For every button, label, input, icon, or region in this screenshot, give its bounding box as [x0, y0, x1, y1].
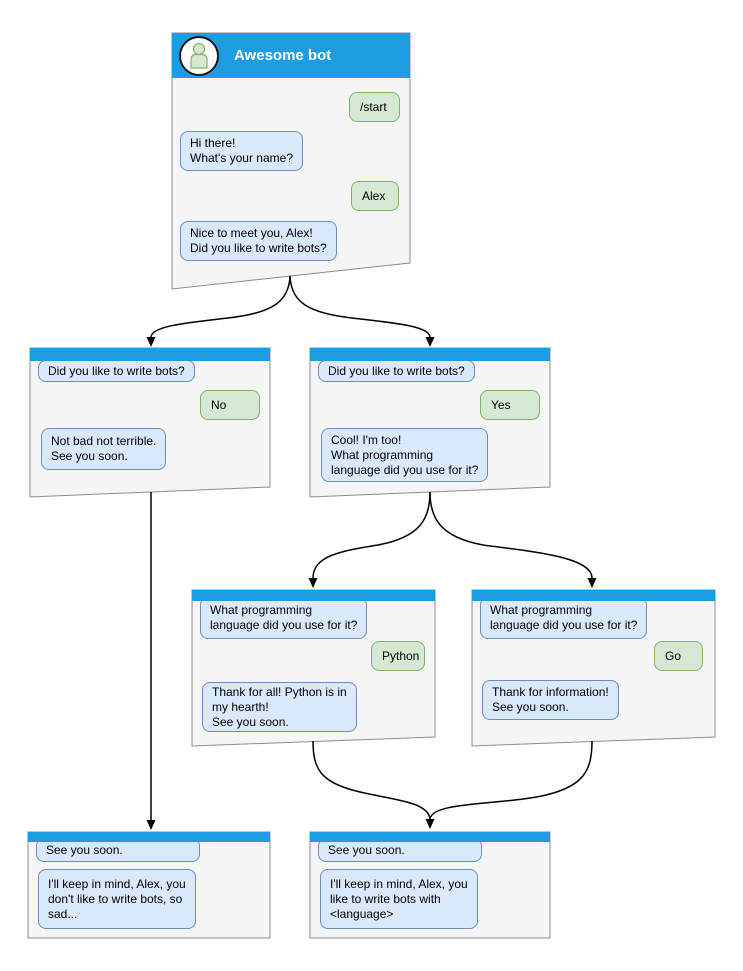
- user-message-bubble: Python: [371, 641, 425, 671]
- window-titlebar: [472, 590, 715, 601]
- chat-window-python-branch: What programming language did you use fo…: [192, 590, 435, 746]
- window-titlebar: [310, 348, 550, 361]
- user-message-bubble: /start: [349, 92, 400, 122]
- bot-message-bubble: See you soon.: [318, 838, 482, 862]
- chat-window-no-branch: Did you like to write bots? No Not bad n…: [30, 348, 270, 497]
- window-titlebar: [310, 832, 550, 842]
- bot-message-bubble: I'll keep in mind, Alex, you like to wri…: [320, 869, 478, 929]
- bot-message-bubble: Thank for information! See you soon.: [482, 680, 619, 720]
- arrowhead-main-to-no: [146, 337, 156, 347]
- bot-message-bubble: Hi there! What's your name?: [180, 131, 304, 171]
- arrowhead-no-to-end: [146, 820, 156, 830]
- bot-message-bubble: What programming language did you use fo…: [480, 597, 648, 639]
- user-message-bubble: Go: [654, 641, 703, 671]
- bot-avatar-icon: [190, 42, 208, 69]
- window-titlebar: Awesome bot: [172, 33, 410, 78]
- bot-message-bubble: Not bad not terrible. See you soon.: [41, 428, 167, 470]
- chat-window-yes-branch: Did you like to write bots? Yes Cool! I'…: [310, 348, 550, 497]
- connector-yes-to-go: [429, 491, 593, 579]
- window-title: Awesome bot: [234, 47, 332, 64]
- arrowhead-yes-to-python: [308, 578, 318, 588]
- avatar: [179, 35, 219, 76]
- connector-go-to-end: [429, 740, 593, 820]
- connector-main-to-no: [150, 275, 291, 338]
- chat-window-main: Awesome bot /start Hi there! What's your…: [172, 33, 410, 289]
- bot-message-bubble: Nice to meet you, Alex! Did you like to …: [180, 221, 337, 261]
- bot-message-bubble: What programming language did you use fo…: [200, 597, 368, 639]
- arrowhead-main-to-yes: [425, 337, 435, 347]
- bot-message-bubble: Thank for all! Python is in my hearth! S…: [202, 682, 357, 732]
- connector-yes-to-python: [312, 491, 431, 579]
- chat-window-end-yes: See you soon. I'll keep in mind, Alex, y…: [310, 832, 550, 938]
- connector-python-to-end: [312, 740, 431, 820]
- connector-main-to-yes: [289, 275, 431, 338]
- arrowhead-yes-to-go: [587, 578, 597, 588]
- bot-message-bubble: Did you like to write bots?: [318, 360, 475, 382]
- user-message-bubble: No: [200, 390, 260, 420]
- window-titlebar: [30, 348, 270, 361]
- chat-window-go-branch: What programming language did you use fo…: [472, 590, 715, 746]
- bot-message-bubble: See you soon.: [36, 838, 200, 862]
- arrowhead-merge-to-end: [425, 819, 435, 829]
- window-titlebar: [28, 832, 270, 842]
- bot-message-bubble: I'll keep in mind, Alex, you don't like …: [38, 869, 196, 929]
- chat-window-end-no: See you soon. I'll keep in mind, Alex, y…: [28, 832, 270, 938]
- user-message-bubble: Yes: [480, 390, 540, 420]
- bot-message-bubble: Cool! I'm too! What programming language…: [321, 428, 489, 482]
- window-titlebar: [192, 590, 435, 601]
- user-message-bubble: Alex: [351, 181, 399, 211]
- bot-message-bubble: Did you like to write bots?: [38, 360, 195, 382]
